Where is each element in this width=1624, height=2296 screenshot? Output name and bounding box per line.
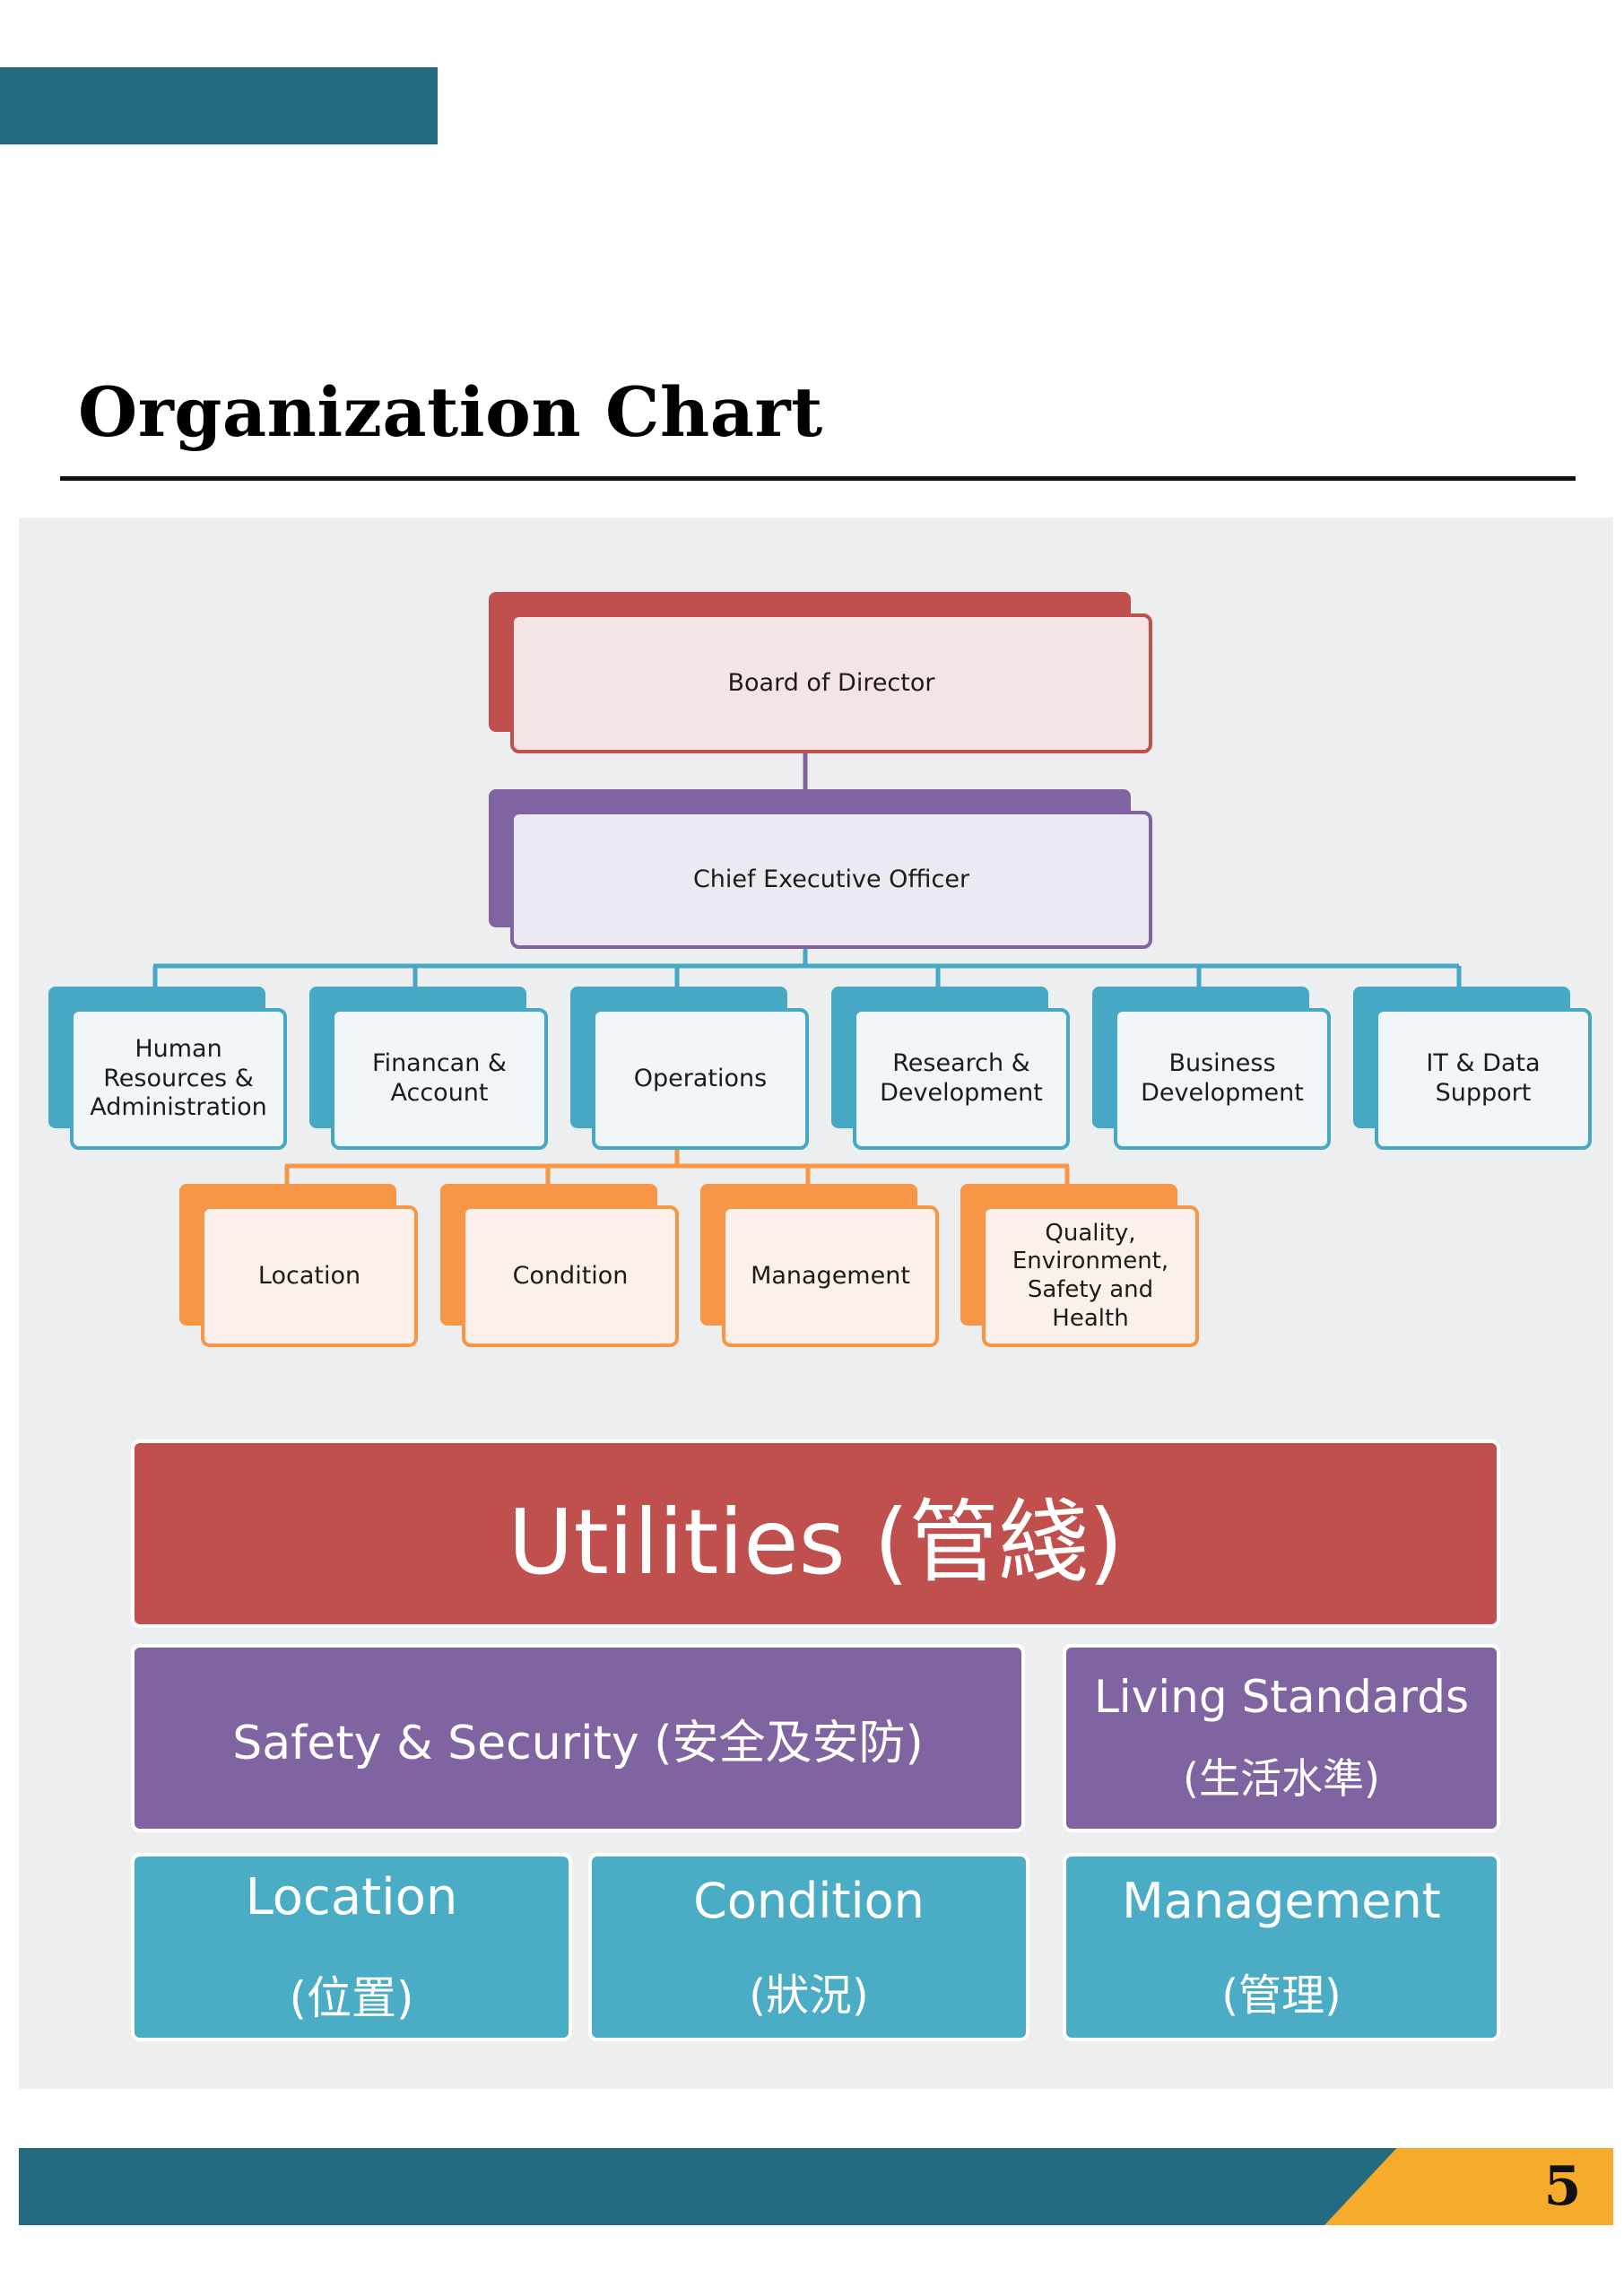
node-unit-qesh: Quality, Environment, Safety and Health bbox=[960, 1184, 1199, 1347]
node-dept-label: IT & Data Support bbox=[1375, 1008, 1592, 1150]
node-unit-label: Condition bbox=[462, 1205, 679, 1347]
node-unit-label: Location bbox=[201, 1205, 418, 1347]
node-board-label: Board of Director bbox=[510, 613, 1152, 753]
management-label-cn: (管理) bbox=[1221, 1970, 1342, 2021]
node-unit-label: Management bbox=[722, 1205, 939, 1347]
node-unit-location: Location bbox=[179, 1184, 418, 1347]
management-block: Management (管理) bbox=[1063, 1853, 1500, 2041]
management-label: Management bbox=[1122, 1872, 1441, 1929]
node-unit-management: Management bbox=[700, 1184, 939, 1347]
node-ceo-label: Chief Executive Officer bbox=[510, 811, 1152, 949]
page-title: Organization Chart bbox=[78, 372, 823, 452]
page-number: 5 bbox=[1543, 2155, 1582, 2218]
utilities-header: Utilities (管綫) bbox=[131, 1439, 1500, 1628]
node-unit-condition: Condition bbox=[440, 1184, 679, 1347]
node-board-of-director: Board of Director bbox=[489, 592, 1152, 753]
node-ceo: Chief Executive Officer bbox=[489, 789, 1152, 949]
node-dept-label: Research & Development bbox=[853, 1008, 1070, 1150]
node-dept-hr-admin: Human Resources & Administration bbox=[48, 987, 287, 1150]
node-dept-it-data-support: IT & Data Support bbox=[1353, 987, 1592, 1150]
node-dept-label: Operations bbox=[592, 1008, 809, 1150]
node-dept-operations: Operations bbox=[570, 987, 809, 1150]
safety-security-block: Safety & Security (安全及安防) bbox=[131, 1644, 1025, 1832]
utilities-title: Utilities (管綫) bbox=[508, 1489, 1124, 1595]
header-decor-bar bbox=[0, 67, 438, 144]
living-standards-label-cn: (生活水準) bbox=[1183, 1754, 1380, 1803]
node-dept-label: Human Resources & Administration bbox=[70, 1008, 287, 1150]
location-label: Location bbox=[245, 1867, 458, 1926]
node-dept-finance-account: Financan & Account bbox=[309, 987, 548, 1150]
condition-block: Condition (狀況) bbox=[588, 1853, 1029, 2041]
condition-label: Condition bbox=[693, 1872, 925, 1929]
living-standards-block: Living Standards (生活水準) bbox=[1063, 1644, 1500, 1832]
node-dept-label: Business Development bbox=[1114, 1008, 1331, 1150]
location-block: Location (位置) bbox=[131, 1853, 572, 2041]
node-unit-label: Quality, Environment, Safety and Health bbox=[982, 1205, 1199, 1347]
living-standards-label: Living Standards bbox=[1093, 1671, 1470, 1723]
node-dept-research-development: Research & Development bbox=[831, 987, 1070, 1150]
node-dept-label: Financan & Account bbox=[331, 1008, 548, 1150]
condition-label-cn: (狀況) bbox=[749, 1970, 869, 2021]
location-label-cn: (位置) bbox=[289, 1971, 414, 2024]
title-divider bbox=[60, 476, 1576, 481]
node-dept-business-development: Business Development bbox=[1092, 987, 1331, 1150]
safety-security-label: Safety & Security (安全及安防) bbox=[232, 1716, 924, 1770]
